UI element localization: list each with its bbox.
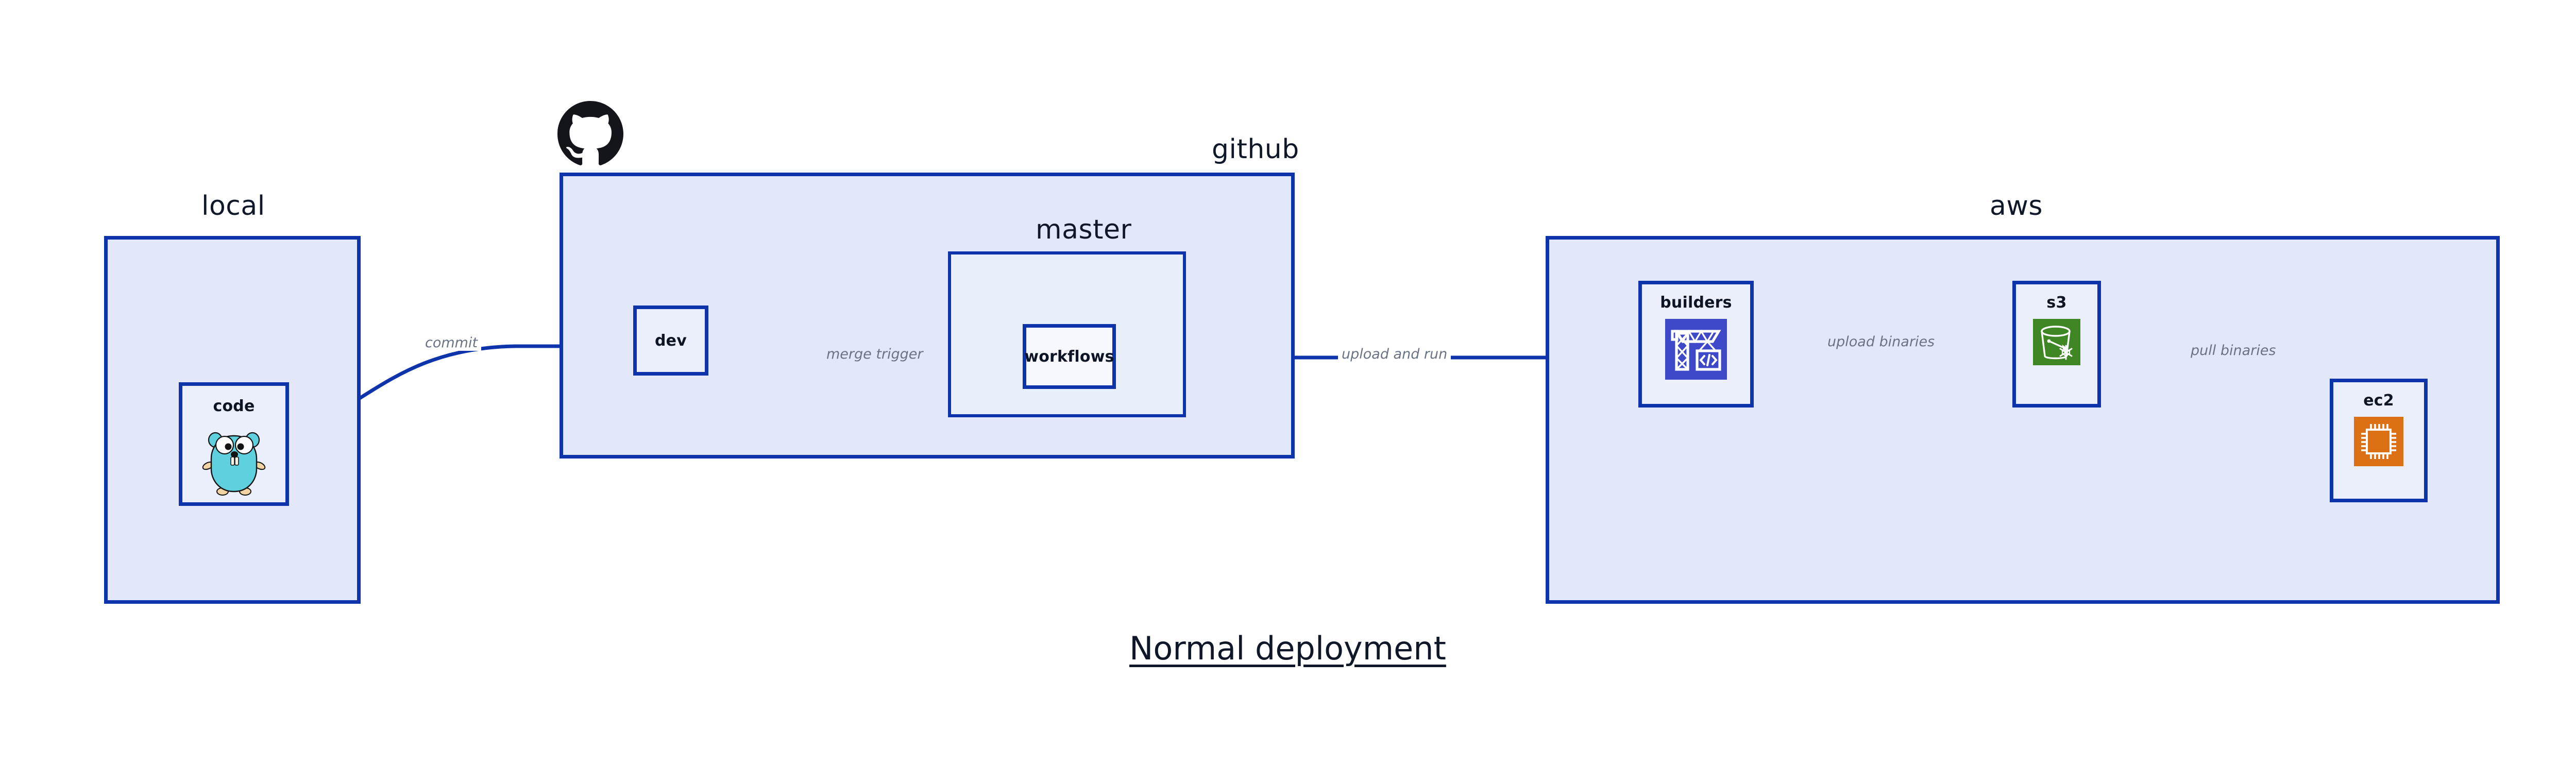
edge-label-upload-and-run: upload and run — [1338, 346, 1451, 362]
node-workflows[interactable]: workflows — [1023, 324, 1116, 389]
node-s3[interactable]: s3 — [2012, 281, 2101, 408]
node-dev[interactable]: dev — [633, 305, 708, 376]
node-workflows-label: workflows — [1024, 347, 1114, 366]
node-code-label: code — [213, 397, 255, 415]
aws-codebuild-icon — [1665, 319, 1727, 380]
node-builders-label: builders — [1660, 294, 1732, 312]
go-gopher-icon — [202, 432, 266, 496]
group-github-label: github — [1212, 134, 1299, 165]
edge-label-commit: commit — [421, 335, 482, 351]
node-ec2[interactable]: ec2 — [2330, 379, 2428, 502]
diagram-title: Normal deployment — [1129, 630, 1446, 667]
aws-ec2-chip-icon — [2354, 417, 2403, 466]
group-local-label: local — [201, 191, 265, 222]
node-builders[interactable]: builders — [1638, 281, 1754, 408]
node-dev-label: dev — [655, 331, 687, 350]
edge-label-merge-trigger: merge trigger — [823, 346, 927, 362]
group-aws-label: aws — [1990, 191, 2043, 222]
node-s3-label: s3 — [2046, 294, 2067, 312]
node-code[interactable]: code — [179, 382, 289, 506]
edge-label-pull-binaries: pull binaries — [2187, 343, 2280, 359]
group-master-label: master — [1036, 214, 1132, 245]
github-octocat-logo — [557, 101, 623, 165]
aws-s3-bucket-icon — [2033, 319, 2080, 365]
node-ec2-label: ec2 — [2363, 392, 2394, 410]
edge-label-upload-binaries: upload binaries — [1824, 334, 1939, 350]
